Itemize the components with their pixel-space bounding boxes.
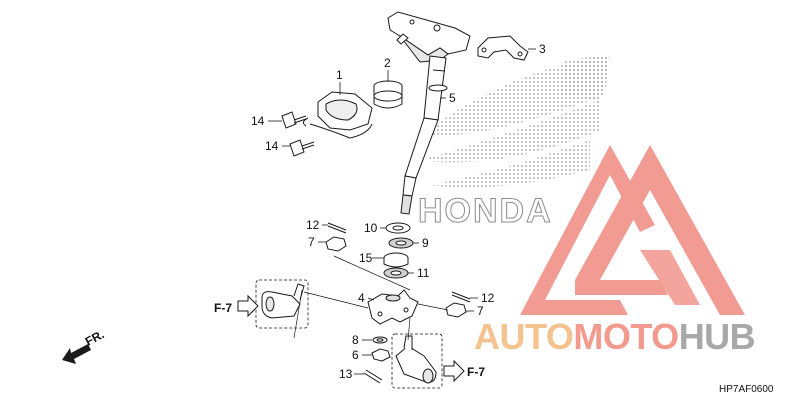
clamp-part-3 xyxy=(477,35,529,61)
shaft-holder-part-1 xyxy=(302,91,373,139)
callout-11: 11 xyxy=(417,266,430,280)
callout-6: 6 xyxy=(352,348,359,362)
callout-5: 5 xyxy=(449,91,456,105)
callout-2: 2 xyxy=(384,56,391,70)
callout-12-left: 12 xyxy=(306,218,320,232)
ref-f7-right: F-7 xyxy=(443,359,485,383)
tie-rod-end-right xyxy=(395,335,437,384)
callout-8: 8 xyxy=(352,333,359,347)
bushing-part-2 xyxy=(373,80,403,109)
arrow-right-icon xyxy=(237,294,259,318)
nut-part-7-right xyxy=(445,302,467,318)
callout-4: 4 xyxy=(358,291,365,305)
steering-shaft-part-5 xyxy=(387,11,471,215)
assembly-guide-lines xyxy=(293,255,449,341)
bearing-part-15 xyxy=(383,252,409,268)
oil-seal-part-11 xyxy=(383,267,409,279)
wordmark-auto: AUTO xyxy=(474,316,574,357)
tie-rod-end-left xyxy=(261,283,305,319)
nut-part-6 xyxy=(371,348,391,362)
callout-15: 15 xyxy=(359,251,373,265)
ref-f7-left-label: F-7 xyxy=(214,301,232,315)
bolt-part-14-lower xyxy=(289,139,315,157)
honda-wing-watermark: HONDA xyxy=(418,55,610,231)
callout-10: 10 xyxy=(364,221,378,235)
callout-14-upper: 14 xyxy=(251,114,265,128)
leader-lines xyxy=(268,48,536,375)
callout-9: 9 xyxy=(422,236,429,250)
bolt-part-14-upper xyxy=(281,111,307,129)
callout-13: 13 xyxy=(339,367,353,381)
steering-arm-part-4 xyxy=(367,289,419,325)
honda-logo-text: HONDA xyxy=(418,192,553,230)
ref-f7-left: F-7 xyxy=(214,294,259,318)
washer-part-8 xyxy=(372,336,388,344)
cotter-pin-part-13 xyxy=(363,369,383,384)
arrow-right-icon xyxy=(443,359,465,383)
nut-part-7-left xyxy=(325,236,347,252)
callout-1: 1 xyxy=(336,68,343,82)
callout-3: 3 xyxy=(539,42,546,56)
callout-7-right: 7 xyxy=(477,304,484,318)
front-arrow-icon xyxy=(62,344,91,364)
oil-seal-part-10 xyxy=(385,222,411,234)
bearing-part-9 xyxy=(388,237,414,249)
callout-7-left: 7 xyxy=(308,235,315,249)
callout-14-lower: 14 xyxy=(265,139,279,153)
cotter-pin-part-12-left xyxy=(327,222,347,234)
callout-12-right: 12 xyxy=(481,291,495,305)
tie-rod-right-outline xyxy=(391,333,443,389)
callout-numbers: 1 2 3 5 14 14 12 10 9 7 15 11 4 12 7 8 6… xyxy=(251,42,546,381)
front-direction-indicator: FR. xyxy=(62,327,106,364)
cotter-pin-part-12-right xyxy=(451,291,471,303)
automotohub-triangle-logo xyxy=(520,145,745,315)
figure-code: HP7AF0600 xyxy=(719,384,774,395)
wordmark-moto: MOTO xyxy=(573,316,679,357)
tie-rod-left-outline xyxy=(255,279,309,329)
automotohub-wordmark: AUTOMOTOHUB xyxy=(474,316,756,357)
ref-f7-right-label: F-7 xyxy=(467,365,485,379)
wordmark-hub: HUB xyxy=(678,316,756,357)
